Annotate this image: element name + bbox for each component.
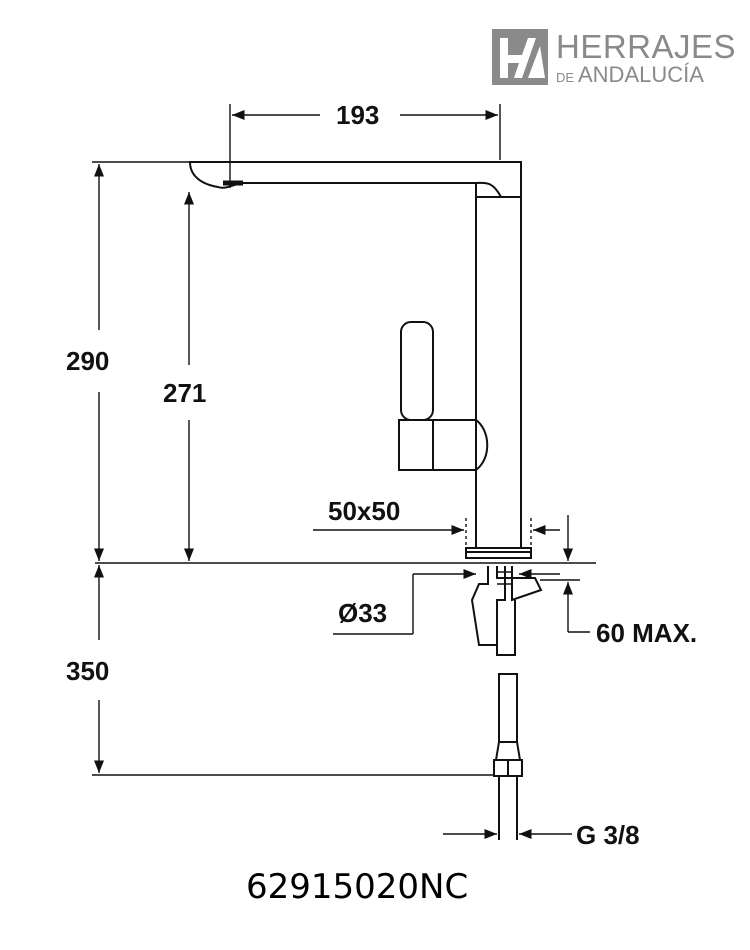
dim-max-thickness: 60 MAX. <box>596 618 697 648</box>
spout-outline <box>188 161 522 198</box>
handle-lever <box>400 321 434 421</box>
logo-brand-line2: ANDALUCÍA <box>578 62 704 87</box>
hose-lower <box>498 673 518 743</box>
faucet-body <box>95 161 596 840</box>
logo-brand-prefix: DE <box>556 70 574 85</box>
dim-total-height: 290 <box>66 346 109 376</box>
fixing-bracket <box>496 566 543 602</box>
cartridge-housing <box>432 419 489 471</box>
logo-brand-line1: HERRAJES <box>556 28 736 65</box>
hose-upper <box>496 600 516 656</box>
dim-hose-length: 350 <box>66 656 109 686</box>
dimension-lines <box>92 104 590 840</box>
handle-base <box>398 419 434 471</box>
dim-spout-height: 271 <box>163 378 206 408</box>
hose-connector <box>498 776 518 840</box>
dim-hole-diameter: Ø33 <box>338 598 387 628</box>
dim-spout-reach: 193 <box>336 100 379 130</box>
dim-connection: G 3/8 <box>576 820 640 850</box>
fixing-stud <box>470 566 506 646</box>
dim-base-size: 50x50 <box>328 496 400 526</box>
brand-logo: HERRAJES DE ANDALUCÍA <box>492 28 736 87</box>
model-code: 62915020NC <box>246 867 468 907</box>
